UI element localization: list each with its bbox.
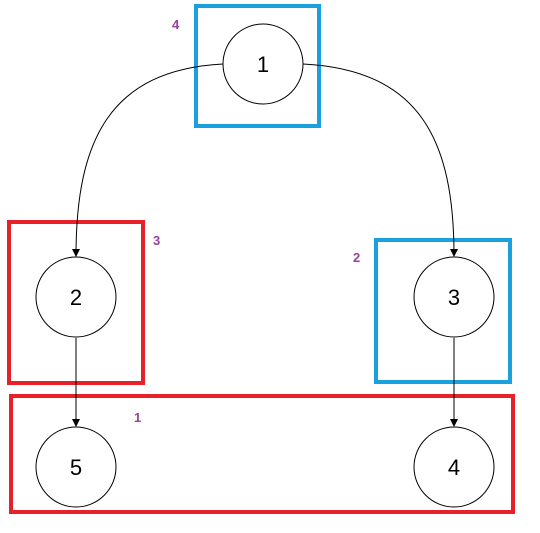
node-5: 5: [35, 426, 117, 508]
group-label-3: 3: [153, 233, 160, 248]
group-box-2: [374, 238, 512, 384]
node-4: 4: [413, 426, 495, 508]
group-box-4: [194, 4, 321, 128]
node-3: 3: [413, 256, 495, 338]
group-label-1: 1: [134, 410, 141, 425]
node-5-label: 5: [70, 455, 82, 480]
group-label-4: 4: [172, 17, 180, 32]
edge-1-to-2: [72, 63, 224, 257]
node-4-label: 4: [448, 455, 460, 480]
node-1-label: 1: [257, 52, 269, 77]
node-2-label: 2: [70, 285, 82, 310]
edge-1-to-3: [302, 63, 458, 257]
group-label-2: 2: [353, 250, 360, 265]
node-2: 2: [35, 256, 117, 338]
node-1: 1: [222, 23, 304, 105]
node-3-label: 3: [448, 285, 460, 310]
group-box-1: [9, 394, 515, 514]
